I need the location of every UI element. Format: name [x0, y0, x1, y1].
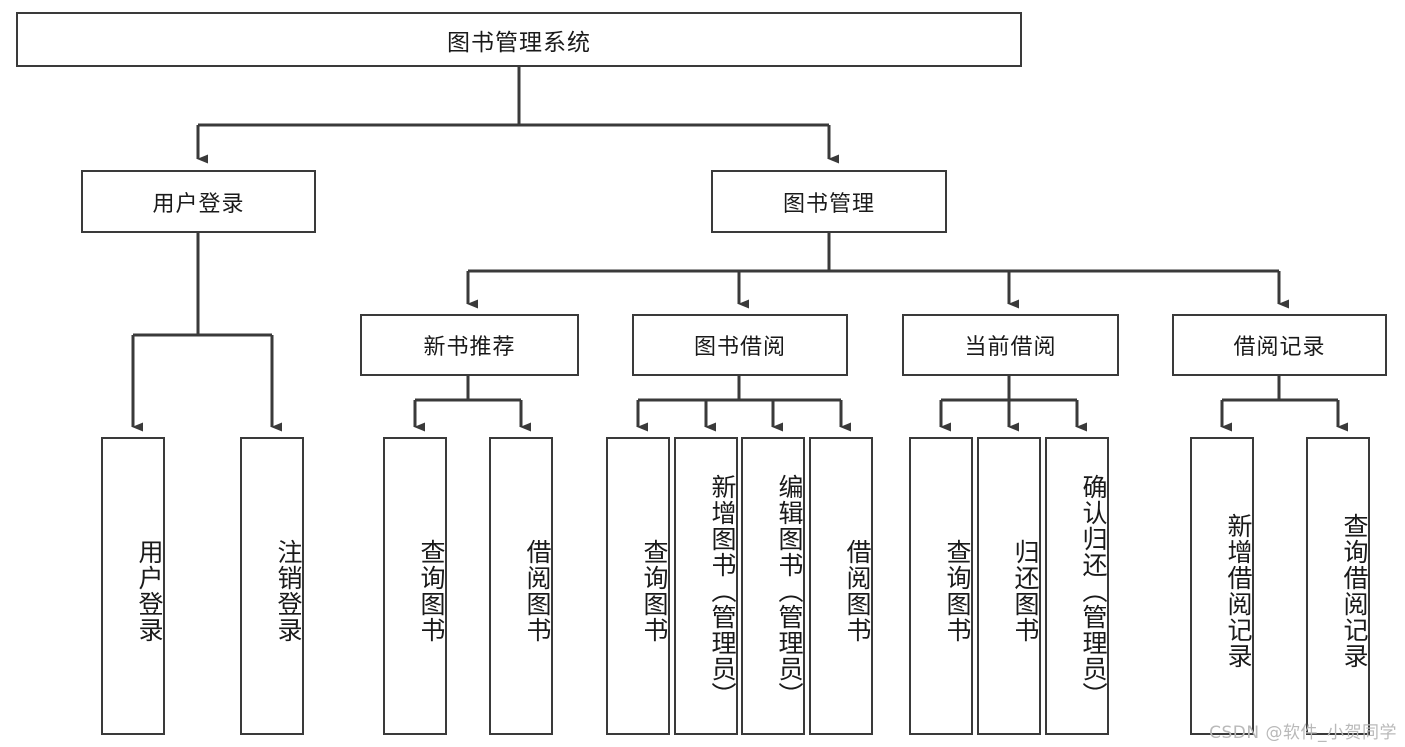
leaf-add-book[interactable]: 新增图书（管理员）: [674, 437, 738, 735]
leaf-borrow-book-1-label: 借阅图书: [523, 539, 552, 643]
leaf-query-record[interactable]: 查询借阅记录: [1306, 437, 1370, 735]
node-new-book-rec-label: 新书推荐: [423, 335, 516, 360]
leaf-query-book-1-label: 查询图书: [417, 539, 446, 643]
node-root[interactable]: 图书管理系统: [16, 12, 1022, 67]
leaf-borrow-book-2-label: 借阅图书: [843, 539, 872, 643]
leaf-edit-book-label: 编辑图书（管理员）: [775, 474, 804, 708]
leaf-query-book-1[interactable]: 查询图书: [383, 437, 447, 735]
node-book-manage[interactable]: 图书管理: [711, 170, 947, 233]
leaf-return-book-label: 归还图书: [1011, 539, 1040, 643]
node-borrow-record[interactable]: 借阅记录: [1172, 314, 1387, 376]
node-user-login-label: 用户登录: [152, 191, 245, 217]
leaf-add-record-label: 新增借阅记录: [1224, 513, 1253, 669]
leaf-confirm-return-label: 确认归还（管理员）: [1079, 474, 1108, 708]
leaf-query-book-2[interactable]: 查询图书: [606, 437, 670, 735]
leaf-confirm-return[interactable]: 确认归还（管理员）: [1045, 437, 1109, 735]
node-book-borrow-label: 图书借阅: [693, 335, 786, 360]
leaf-borrow-book-1[interactable]: 借阅图书: [489, 437, 553, 735]
leaf-query-book-3[interactable]: 查询图书: [909, 437, 973, 735]
node-book-borrow[interactable]: 图书借阅: [632, 314, 848, 376]
node-user-login[interactable]: 用户登录: [81, 170, 316, 233]
leaf-query-book-3-label: 查询图书: [943, 539, 972, 643]
node-book-manage-label: 图书管理: [782, 191, 875, 217]
leaf-return-book[interactable]: 归还图书: [977, 437, 1041, 735]
node-current-borrow-label: 当前借阅: [964, 335, 1057, 360]
leaf-user-login[interactable]: 用户登录: [101, 437, 165, 735]
leaf-query-record-label: 查询借阅记录: [1340, 513, 1369, 669]
leaf-borrow-book-2[interactable]: 借阅图书: [809, 437, 873, 735]
node-current-borrow[interactable]: 当前借阅: [902, 314, 1119, 376]
leaf-user-login-label: 用户登录: [135, 539, 164, 643]
leaf-query-book-2-label: 查询图书: [640, 539, 669, 643]
leaf-logout[interactable]: 注销登录: [240, 437, 304, 735]
leaf-logout-label: 注销登录: [274, 539, 303, 643]
csdn-watermark: CSDN @软件_小贺同学: [1209, 723, 1397, 743]
node-new-book-rec[interactable]: 新书推荐: [360, 314, 579, 376]
node-root-label: 图书管理系统: [447, 29, 591, 56]
leaf-edit-book[interactable]: 编辑图书（管理员）: [741, 437, 805, 735]
node-borrow-record-label: 借阅记录: [1233, 335, 1326, 360]
leaf-add-book-label: 新增图书（管理员）: [708, 474, 737, 708]
leaf-add-record[interactable]: 新增借阅记录: [1190, 437, 1254, 735]
